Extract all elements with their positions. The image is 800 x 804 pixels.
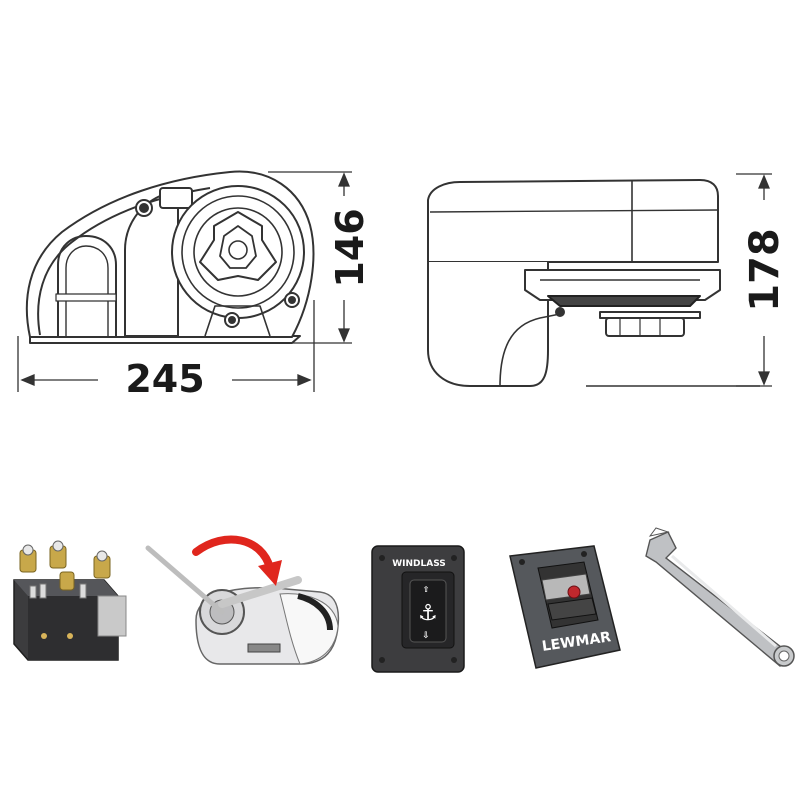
windlass-switch-panel: ⇧ ⚓ ⇩ WINDLASS (371, 545, 465, 673)
anchor-icon: ⚓ (418, 601, 438, 626)
dimension-lines-side (17, 171, 352, 392)
dimension-lines-front (736, 173, 772, 387)
wrench-tool (645, 527, 795, 667)
width-dimension-label: 245 (125, 357, 204, 401)
windlass-front-view (427, 179, 760, 387)
solenoid-contactor (13, 540, 127, 661)
windlass-side-view (25, 170, 315, 344)
manual-handle-drum (145, 535, 340, 665)
side-height-dimension-label: 146 (328, 208, 372, 287)
svg-text:⇩: ⇩ (422, 631, 430, 641)
circuit-breaker-panel: LEWMAR (509, 545, 621, 669)
svg-text:⇧: ⇧ (423, 585, 430, 594)
switch-panel-label: WINDLASS (392, 559, 446, 569)
front-height-dimension-label: 178 (742, 228, 788, 312)
